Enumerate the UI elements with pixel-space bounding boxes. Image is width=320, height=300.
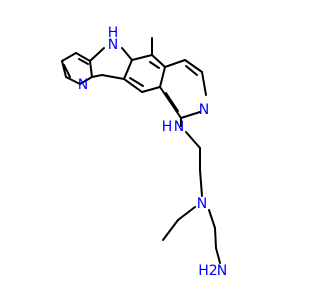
ethyl-bond <box>162 219 179 241</box>
left-ring-bond <box>79 76 93 85</box>
chain-bond <box>185 131 201 149</box>
middle-ring-bond <box>151 54 166 68</box>
pyrrole-nitrogen-label: N <box>108 37 118 53</box>
right-ring-double-bond <box>165 92 179 112</box>
middle-ring-bond <box>123 78 143 93</box>
pyrrole-bond <box>101 74 125 80</box>
terminal-amine-nitrogen-label: N <box>217 263 227 279</box>
left-ring-bond <box>61 60 67 78</box>
middle-ring-bond <box>159 66 166 88</box>
bond-layer <box>61 37 221 264</box>
propyl-bond <box>214 227 217 249</box>
atom-label-layer: N H N N N H N H2 N <box>78 25 227 279</box>
pyrrole-bond <box>89 47 105 62</box>
left-pyridine-nitrogen-label: N <box>78 77 88 93</box>
pyrrole-bond <box>91 74 103 78</box>
left-ring-bond <box>61 52 77 62</box>
pyrrole-bond <box>121 47 133 61</box>
right-ring-bond <box>164 59 186 68</box>
right-ring-bond <box>180 111 201 119</box>
left-ring-bond <box>65 76 81 85</box>
right-ring-bond <box>184 59 203 73</box>
amine-hydrogen-label: H <box>162 119 173 135</box>
middle-ring-bond <box>131 54 153 61</box>
right-ring-bond <box>201 71 207 96</box>
left-ring-double-bond <box>63 64 71 78</box>
left-ring-double-bond <box>78 58 89 65</box>
propyl-bond <box>215 247 221 264</box>
tertiary-nitrogen-label: N <box>197 196 207 212</box>
middle-ring-bond <box>141 86 161 93</box>
amine-nitrogen-label: N <box>174 119 184 135</box>
pyrrole-hydrogen-label: H <box>108 25 119 41</box>
right-ring-double-bond <box>185 65 198 76</box>
middle-ring-double-bond <box>129 77 144 87</box>
right-ring-bond <box>159 86 182 119</box>
propyl-bond <box>208 209 216 229</box>
middle-ring-double-bond <box>149 61 160 69</box>
left-ring-bond <box>75 52 91 62</box>
molecule-structure-diagram: N H N N N H N H2 N <box>61 25 227 279</box>
pyrrole-bond <box>123 59 133 80</box>
terminal-amine-hydrogen-label: H2 <box>198 263 217 279</box>
ethyl-bond <box>177 206 196 221</box>
left-ring-bond <box>89 60 93 78</box>
right-pyridine-nitrogen-label: N <box>199 102 209 118</box>
chain-bond <box>199 169 203 197</box>
